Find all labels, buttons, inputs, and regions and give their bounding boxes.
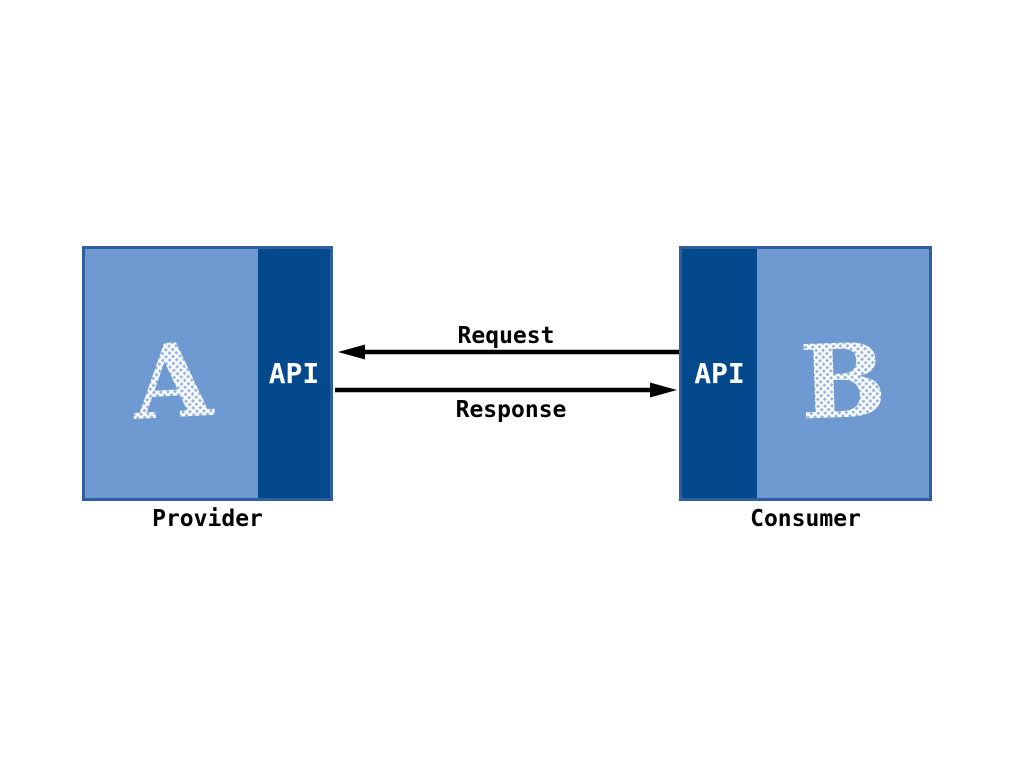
consumer-api-label: API bbox=[694, 357, 745, 390]
consumer-service-box: API B bbox=[679, 246, 932, 501]
consumer-api-strip: API bbox=[682, 249, 757, 498]
request-arrow bbox=[338, 344, 679, 360]
request-label: Request bbox=[457, 323, 555, 349]
consumer-letter-area: B bbox=[757, 249, 929, 498]
provider-letter-area: A bbox=[85, 249, 258, 498]
response-arrowhead-icon bbox=[650, 382, 677, 398]
provider-caption: Provider bbox=[152, 506, 263, 532]
service-a-letter-icon: A bbox=[128, 319, 216, 443]
response-arrow bbox=[335, 382, 677, 398]
flow-arrows bbox=[335, 344, 679, 398]
response-label: Response bbox=[455, 397, 567, 423]
service-b-letter-icon: B bbox=[798, 320, 888, 443]
consumer-caption: Consumer bbox=[750, 506, 861, 532]
provider-service-box: A API bbox=[82, 246, 333, 501]
provider-api-label: API bbox=[268, 357, 320, 390]
service-a-letter: A bbox=[128, 319, 216, 443]
provider-api-strip: API bbox=[258, 249, 330, 498]
request-arrowhead-icon bbox=[338, 344, 365, 360]
service-b-letter: B bbox=[798, 320, 888, 443]
